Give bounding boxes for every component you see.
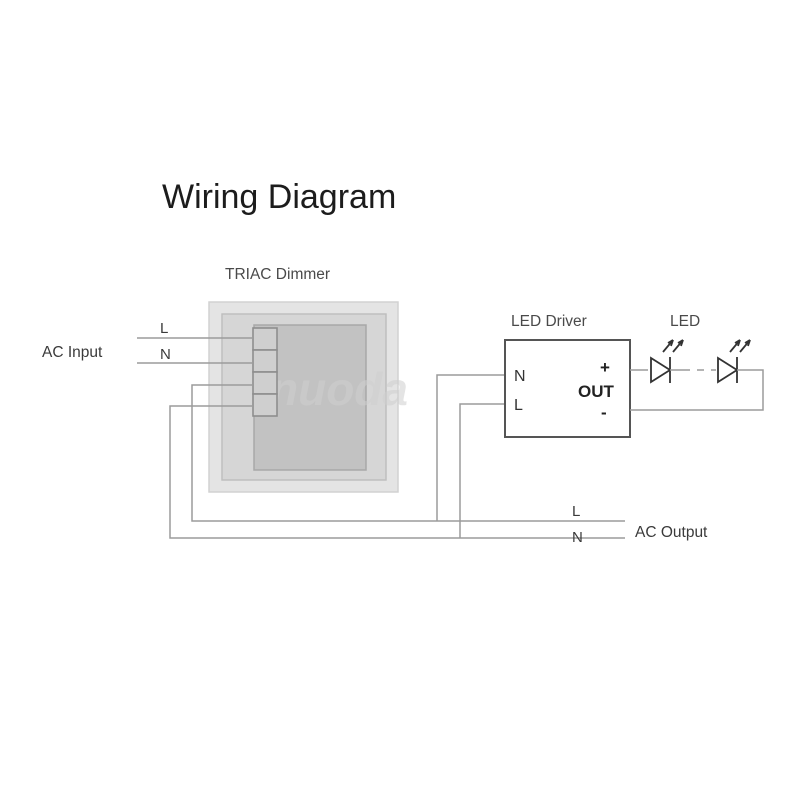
page-title: Wiring Diagram xyxy=(162,178,396,216)
led1-triangle xyxy=(650,356,672,384)
led-symbol-1 xyxy=(650,339,684,384)
triac-dimmer-block[interactable] xyxy=(208,301,399,493)
wire-dimmer-t4-to-output xyxy=(169,405,625,539)
ac-input-wires xyxy=(137,337,253,364)
led2-arrowhead-b xyxy=(744,339,751,347)
wire-driver-n-to-bus xyxy=(436,374,505,521)
ac-output-n-label: N xyxy=(572,529,583,546)
ac-input-n-label: N xyxy=(160,346,171,363)
ac-input-label: AC Input xyxy=(42,344,103,361)
dimmer-label: TRIAC Dimmer xyxy=(225,266,330,283)
led1-arrowhead-a xyxy=(667,339,674,347)
terminal-cell-1[interactable] xyxy=(252,327,278,351)
wire-driver-l-to-bus xyxy=(459,403,505,538)
driver-out-negative-label: - xyxy=(601,403,607,422)
driver-out-positive-label: + xyxy=(600,358,610,377)
driver-out-label: OUT xyxy=(578,382,615,401)
led-group-label: LED xyxy=(670,313,700,330)
led1-arrowhead-b xyxy=(677,339,684,347)
driver-port-l-label: L xyxy=(514,397,523,414)
ac-output-label: AC Output xyxy=(635,524,708,541)
terminal-cell-3[interactable] xyxy=(252,371,278,395)
ac-output-l-label: L xyxy=(572,503,580,520)
led2-arrowhead-a xyxy=(734,339,741,347)
watermark-text: nuoda xyxy=(270,363,408,415)
dimmer-terminal-block[interactable] xyxy=(252,327,278,417)
driver-box[interactable] xyxy=(504,339,631,438)
wire-led-return-to-driver-minus xyxy=(630,369,764,411)
terminal-cell-4[interactable] xyxy=(252,393,278,417)
driver-port-n-label: N xyxy=(514,368,526,385)
led-symbol-2 xyxy=(717,339,751,384)
wire-dimmer-t3-to-output xyxy=(191,384,625,522)
led2-triangle xyxy=(717,356,739,384)
ac-input-l-label: L xyxy=(160,320,168,337)
driver-label: LED Driver xyxy=(511,313,587,330)
led-driver-block[interactable]: N L OUT + - xyxy=(504,339,631,438)
terminal-cell-2[interactable] xyxy=(252,349,278,373)
